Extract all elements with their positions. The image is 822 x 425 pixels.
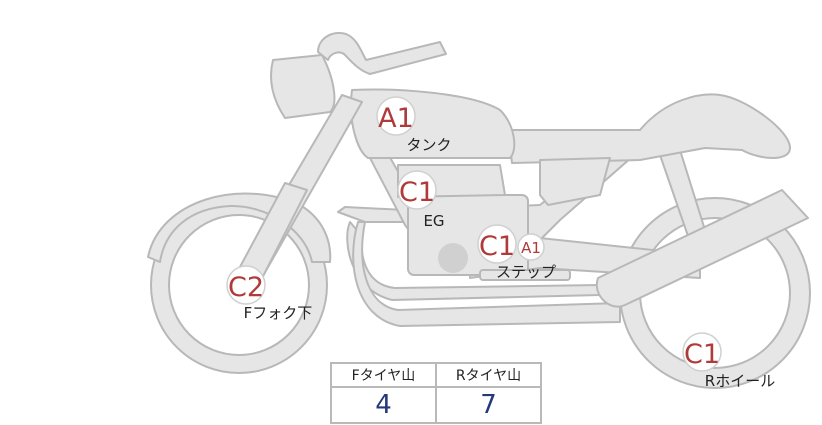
wheel-label: Rホイール [705,372,775,390]
fork-marker: C2 Fフォク下 [226,265,313,322]
rear-tyre-value: 7 [435,386,542,424]
tank-label: タンク [406,136,451,154]
step-marker: C1 A1 ステップ [477,224,556,281]
fork-grade: C2 [228,272,264,303]
seat [507,93,791,164]
tank-grade: A1 [378,103,414,134]
wheel-grade: C1 [684,339,720,370]
engine-marker: C1 EG [397,170,445,230]
step-grade-main: C1 [479,231,515,262]
side-cover [539,157,611,206]
tyre-tread-table: Fタイヤ山 Rタイヤ山 4 7 [330,362,542,424]
rear-tyre-header: Rタイヤ山 [435,362,542,388]
front-tyre-value: 4 [330,386,437,424]
exhaust-pipe-lower [337,206,621,327]
fork-label: Fフォク下 [244,304,313,322]
engine-label: EG [423,212,444,230]
step-label: ステップ [496,263,556,281]
muffler [595,189,809,308]
tank-marker: A1 タンク [376,96,452,154]
front-tyre-header: Fタイヤ山 [330,362,437,388]
wheel-marker: C1 Rホイール [682,332,775,390]
step-bar [479,269,571,281]
headlight [270,54,336,119]
step-grade-sub: A1 [521,239,541,257]
handlebar [317,32,447,75]
engine-cover [438,243,468,273]
engine-grade: C1 [399,177,435,208]
